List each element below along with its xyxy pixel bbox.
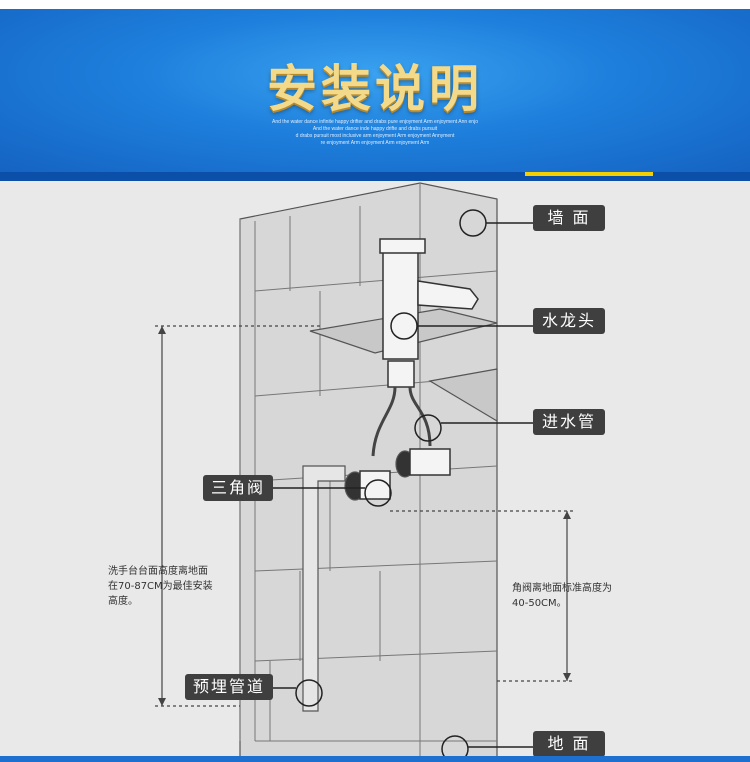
note-line: 高度。: [108, 596, 138, 607]
label-wall: 墙 面: [533, 205, 605, 231]
banner-subtitle-line: And the water dance inde happy drifte an…: [312, 126, 438, 132]
note-line: 40-50CM。: [512, 598, 567, 609]
label-floor: 地 面: [533, 731, 605, 757]
valve-height-note: 角阀离地面标准高度为 40-50CM。: [512, 581, 647, 611]
note-line: 在70-87CM为最佳安装: [108, 581, 213, 592]
accent-stripe: [525, 172, 653, 176]
banner-subtitle-line: And the water dance infinite happy drift…: [272, 119, 478, 125]
label-inlet-pipe: 进水管: [533, 409, 605, 435]
diagram-drawing: [155, 182, 575, 762]
basin-height-note: 洗手台台面高度离地面 在70-87CM为最佳安装 高度。: [108, 564, 238, 609]
banner-subtitle-line: d drabs pursuit most inclusive arm enjoy…: [295, 133, 455, 139]
note-line: 角阀离地面标准高度为: [512, 583, 612, 594]
header-banner: 安装说明 And the water dance infinite happy …: [0, 9, 750, 181]
installation-diagram: 墙 面 水龙头 进水管 三角阀 预埋管道 地 面 洗手台台面高度离地面 在70-…: [0, 181, 750, 762]
label-angle-valve: 三角阀: [203, 475, 273, 501]
banner-title: 安装说明: [267, 60, 483, 118]
bottom-strip: [0, 756, 750, 762]
label-faucet: 水龙头: [533, 308, 605, 334]
banner-subtitle-line: re enjoyment Arm enjoyment Arm enjoyment…: [320, 140, 430, 146]
banner-subtitle: And the water dance infinite happy drift…: [0, 119, 750, 147]
banner-bottom-bar: [0, 172, 750, 181]
label-embedded-pipe: 预埋管道: [185, 674, 273, 700]
note-line: 洗手台台面高度离地面: [108, 566, 208, 577]
